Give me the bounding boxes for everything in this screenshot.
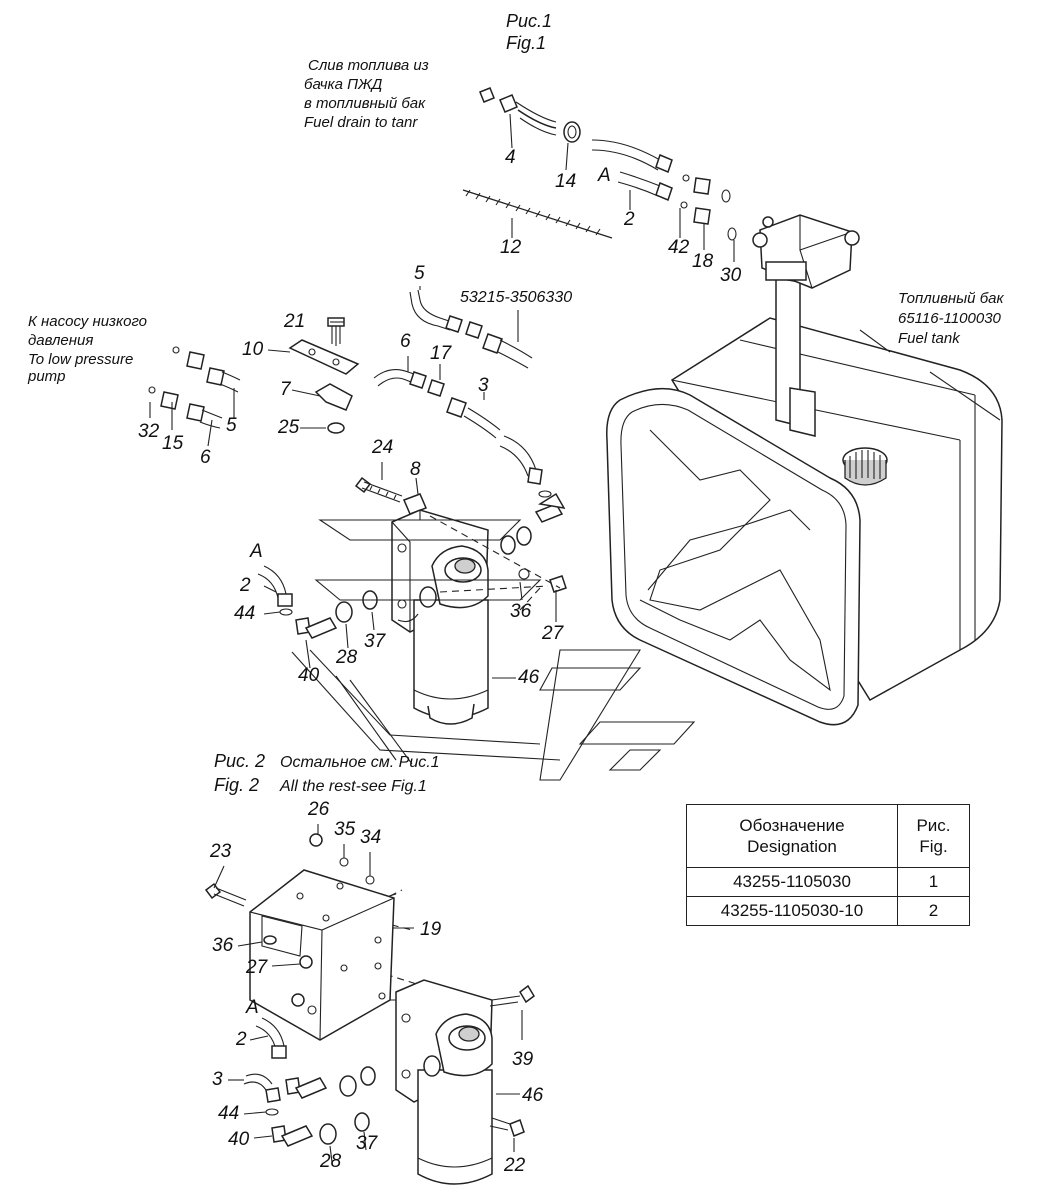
designation-cell: 43255-1105030-10 xyxy=(686,896,898,926)
ref-a-upper: A xyxy=(598,165,611,186)
callout-36-fig1: 36 xyxy=(510,601,532,622)
fuel-drain-annotation-3: в топливный бак xyxy=(304,95,426,112)
callout-19: 19 xyxy=(420,919,442,940)
upper-fittings xyxy=(462,87,737,241)
fig2-title-ru: Рис. 2 xyxy=(214,751,266,771)
callout-14: 14 xyxy=(555,171,577,192)
callout-35: 35 xyxy=(334,819,356,840)
pump-annotation-4: pump xyxy=(28,368,66,385)
designation-header-ru: Обозначение xyxy=(739,816,845,835)
callout-15: 15 xyxy=(162,433,184,454)
fig-cell: 1 xyxy=(897,867,970,897)
fuel-level-sensor xyxy=(752,214,860,437)
callout-27-fig1: 27 xyxy=(542,623,564,644)
designation-header: Обозначение Designation xyxy=(686,804,898,868)
callout-25: 25 xyxy=(278,417,300,438)
pump-annotation-2: давления xyxy=(28,332,94,349)
fig2-title-en: Fig. 2 xyxy=(214,775,260,795)
callout-17: 17 xyxy=(430,343,452,364)
fuel-tank xyxy=(606,317,1003,726)
callout-37-fig2: 37 xyxy=(356,1133,378,1154)
filter-fig1 xyxy=(391,509,489,725)
callout-46-fig1: 46 xyxy=(518,667,540,688)
callout-10: 10 xyxy=(242,339,264,360)
callout-39: 39 xyxy=(512,1049,534,1070)
hose-code: 53215-3506330 xyxy=(460,289,573,306)
callout-28-fig2: 28 xyxy=(320,1151,342,1172)
callout-4: 4 xyxy=(505,147,516,168)
callout-40-fig2: 40 xyxy=(228,1129,250,1150)
callout-24: 24 xyxy=(372,437,394,458)
fuel-drain-annotation-4: Fuel drain to tanr xyxy=(304,114,418,131)
designation-cell: 43255-1105030 xyxy=(686,867,898,897)
fig-header-ru: Рис. xyxy=(916,816,951,835)
fig1-title-ru: Рис.1 xyxy=(506,11,553,31)
fuel-drain-annotation-2: бачка ПЖД xyxy=(304,76,383,93)
callout-27-fig2: 27 xyxy=(246,957,268,978)
callout-2-fig2: 2 xyxy=(236,1029,247,1050)
fig-header: Рис. Fig. xyxy=(897,804,970,868)
callout-32: 32 xyxy=(138,421,160,442)
callout-2-fig1: 2 xyxy=(240,575,251,596)
callout-36-fig2: 36 xyxy=(212,935,234,956)
fuel-drain-annotation-1: Слив топлива из xyxy=(308,57,429,74)
callout-3-fig2: 3 xyxy=(212,1069,223,1090)
direction-arrow xyxy=(291,519,696,781)
callout-7: 7 xyxy=(280,379,291,400)
callout-46-fig2: 46 xyxy=(522,1085,544,1106)
callout-18: 18 xyxy=(692,251,714,272)
callout-6-left: 6 xyxy=(200,447,211,468)
callout-42: 42 xyxy=(668,237,690,258)
callout-37-fig1: 37 xyxy=(364,631,386,652)
callout-23: 23 xyxy=(210,841,232,862)
tank-annotation-3: Fuel tank xyxy=(898,330,960,347)
table-row: 43255-1105030 1 xyxy=(686,867,970,897)
callout-3: 3 xyxy=(478,375,489,396)
pump-annotation-3: To low pressure xyxy=(28,351,134,368)
callout-6-middle: 6 xyxy=(400,331,411,352)
filter-fig2 xyxy=(204,833,535,1185)
table-row: 43255-1105030-10 2 xyxy=(686,896,970,926)
bolt-and-spacer xyxy=(354,476,427,515)
designation-table: Обозначение Designation Рис. Fig. 43255-… xyxy=(686,804,970,926)
callout-12: 12 xyxy=(500,237,522,258)
callout-22: 22 xyxy=(504,1155,526,1176)
callout-26: 26 xyxy=(308,799,330,820)
callout-34: 34 xyxy=(360,827,382,848)
leader-lines-fig2 xyxy=(213,824,523,1163)
fig-header-en: Fig. xyxy=(919,837,948,856)
callout-40-fig1: 40 xyxy=(298,665,320,686)
fig2-note-en: All the rest-see Fig.1 xyxy=(280,778,427,795)
callout-5-left: 5 xyxy=(226,415,237,436)
pump-annotation-1: К насосу низкого xyxy=(28,313,148,330)
fig1-title-en: Fig.1 xyxy=(506,33,547,53)
ref-a-fig2: A xyxy=(246,997,259,1018)
tank-annotation-2: 65116-1100030 xyxy=(898,310,1001,327)
tank-annotation-1: Топливный бак xyxy=(898,290,1004,307)
designation-header-en: Designation xyxy=(747,837,837,856)
fig-cell: 2 xyxy=(897,896,970,926)
leader-lines xyxy=(149,113,1001,679)
callout-28-fig1: 28 xyxy=(336,647,358,668)
callout-30: 30 xyxy=(720,265,742,286)
callout-44-fig1: 44 xyxy=(234,603,256,624)
callout-2-upper: 2 xyxy=(624,209,635,230)
left-fittings xyxy=(148,317,360,434)
ref-a-fig1: A xyxy=(250,541,263,562)
callout-5-upper: 5 xyxy=(414,263,425,284)
filter-fig1-fittings xyxy=(257,565,378,639)
table-header-row: Обозначение Designation Рис. Fig. xyxy=(686,804,970,868)
callout-8: 8 xyxy=(410,459,421,480)
middle-fittings xyxy=(373,289,567,593)
fig2-note-ru: Остальное см. Рис.1 xyxy=(280,754,440,771)
callout-44-fig2: 44 xyxy=(218,1103,240,1124)
callout-21: 21 xyxy=(284,311,306,332)
